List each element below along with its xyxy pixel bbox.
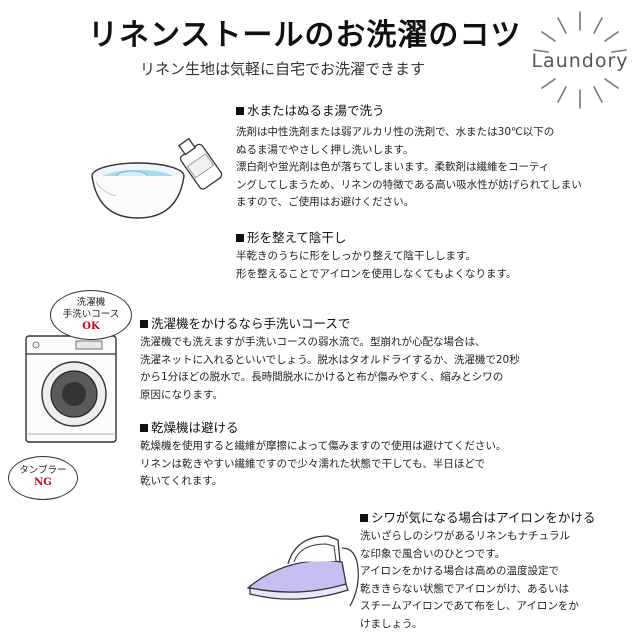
section-iron-body: 洗いざらしのシワがあるリネンもナチュラル な印象で風合いのひとつです。 アイロン… — [360, 528, 632, 633]
section-dryer-body: 乾燥機を使用すると繊維が摩擦によって傷みますので使用は避けてください。 リネンは… — [140, 438, 632, 491]
text-line: 洗剤は中性洗剤または弱アルカリ性の洗剤で、水または30℃以下の — [236, 126, 555, 138]
text-line: リネンは乾きやすい繊維ですので少々濡れた状態で干しても、半日ほどで — [140, 457, 486, 470]
ok-mark: OK — [82, 321, 100, 332]
text-line: な印象で風合いのひとつです。 — [360, 547, 506, 560]
section-dryer-heading: 乾燥機は避ける — [140, 417, 239, 436]
wash-basin-icon — [91, 162, 185, 219]
iron-illustration — [246, 535, 359, 607]
laundry-badge-icon — [533, 11, 627, 109]
section-wash-body: 洗剤は中性洗剤または弱アルカリ性の洗剤で、水または30℃以下の ぬるま湯でやさし… — [236, 124, 631, 212]
text-line: 漂白剤や蛍光剤は色が落ちてしまいます。柔軟剤は繊維をコーティ — [236, 161, 550, 173]
wash-basin-illustration — [91, 137, 223, 219]
ng-mark: NG — [34, 477, 52, 488]
section-wash-heading: 水またはぬるま湯で洗う — [236, 100, 385, 119]
bubble-line: 洗濯機 — [76, 297, 106, 308]
text-line: ますので、ご使用はお避けください。 — [236, 196, 415, 208]
bubble-line: 手洗いコース — [62, 309, 120, 320]
washer-ok-bubble: 洗濯機 手洗いコース OK — [50, 290, 132, 340]
text-line: 半乾きのうちに形をしっかり整えて陰干しします。 — [236, 250, 476, 262]
text-line: 洗いざらしのシワがあるリネンもナチュラル — [360, 530, 570, 542]
dryer-ng-bubble: タンブラー NG — [8, 456, 78, 500]
text-line: アイロンをかける場合は高めの温度設定で — [360, 565, 559, 577]
text-line: 洗濯機でも洗えますが手洗いコースの弱水流で。型崩れが心配な場合は、 — [140, 336, 486, 348]
text-line: から1分ほどの脱水で。長時間脱水にかけると布が傷みやすく、縮みとシワの — [140, 371, 504, 383]
washing-machine-icon — [25, 335, 117, 443]
section-dry-body: 半乾きのうちに形をしっかり整えて陰干しします。 形を整えることでアイロンを使用し… — [236, 248, 631, 283]
section-machine-body: 洗濯機でも洗えますが手洗いコースの弱水流で。型崩れが心配な場合は、 洗濯ネットに… — [140, 334, 632, 404]
text-line: 洗濯ネットに入れるといいでしょう。脱水はタオルドライするか、洗濯機で20秒 — [140, 353, 520, 366]
text-line: ングしてしまうため、リネンの特徴である高い吸水性が妨げられてしまい — [236, 178, 582, 191]
page-subtitle: リネン生地は気軽に自宅でお洗濯できます — [140, 60, 426, 78]
text-line: けましょう。 — [360, 617, 423, 630]
laundry-badge: Laundory — [528, 8, 632, 112]
text-line: 形を整えることでアイロンを使用しなくてもよくなります。 — [236, 267, 517, 280]
section-machine-heading: 洗濯機をかけるなら手洗いコースで — [140, 313, 350, 332]
bubble-line: タンブラー — [19, 465, 67, 476]
iron-icon — [246, 535, 359, 607]
badge-label: Laundory — [531, 50, 629, 72]
text-line: 乾いてくれます。 — [140, 475, 223, 487]
text-line: 乾ききらない状態でアイロンがけ、あるいは — [360, 582, 569, 595]
text-line: 原因になります。 — [140, 388, 223, 401]
washing-machine-illustration — [25, 335, 117, 443]
text-line: ぬるま湯でやさしく押し洗いします。 — [236, 143, 414, 156]
section-dry-heading: 形を整えて陰干し — [236, 227, 346, 246]
text-line: スチームアイロンであて布をし、アイロンをか — [360, 600, 579, 612]
detergent-bottle-icon — [178, 137, 223, 190]
page-title: リネンストールのお洗濯のコツ — [88, 18, 522, 53]
text-line: 乾燥機を使用すると繊維が摩擦によって傷みますので使用は避けてください。 — [140, 440, 507, 452]
section-iron-heading: シワが気になる場合はアイロンをかける — [360, 507, 595, 526]
